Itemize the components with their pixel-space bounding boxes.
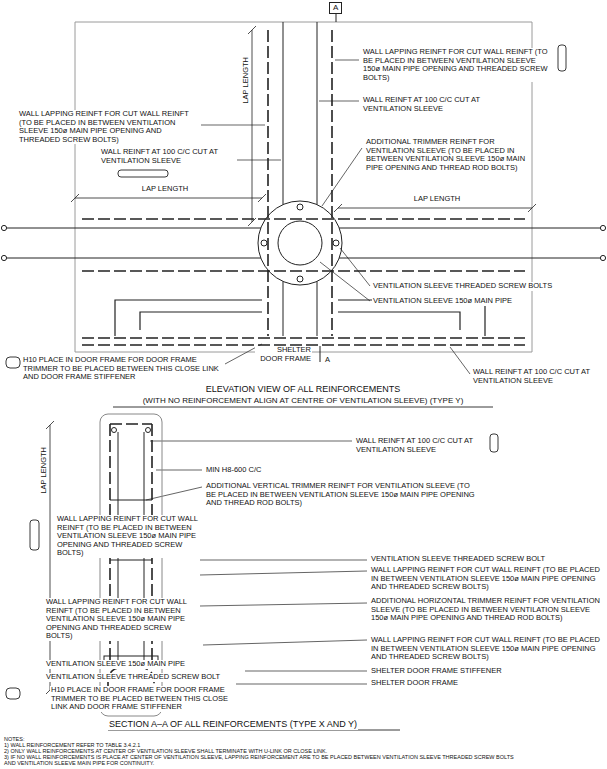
ventilation-sleeve: [333, 240, 339, 246]
dimension-label: LAP LENGTH: [40, 446, 49, 495]
bar-mark-symbol: [558, 45, 566, 71]
callout-label: LAP LENGTH: [413, 195, 462, 204]
dimension-line: [71, 194, 266, 202]
section-marker: [336, 13, 337, 22]
dimension-line: [334, 204, 536, 212]
ventilation-sleeve: [258, 201, 342, 285]
trimmer-bar: [115, 300, 262, 336]
trimmer-bar: [140, 312, 460, 330]
dimension-label: LAP LENGTH: [242, 56, 251, 105]
callout-label: MIN H8-600 C/C: [205, 466, 262, 475]
leader-line: [146, 487, 202, 500]
lapping-bar: [82, 270, 525, 272]
cut-wall-bar: [1, 225, 6, 230]
section-bar: [146, 428, 151, 433]
ventilation-sleeve: [261, 240, 267, 246]
lapping-bar: [82, 218, 525, 220]
bar-mark-symbol: [6, 688, 20, 699]
callout-label: WALL LAPPING REINFT FOR CUT WALL REINFT …: [56, 515, 203, 558]
callout-label: WALL LAPPING REINFT FOR CUT WALL REINFT …: [370, 636, 602, 662]
callout-label: WALL LAPPING REINFT FOR CUT WALL REINFT …: [362, 48, 554, 82]
bar-mark-symbol: [490, 434, 498, 452]
callout-label: LAP LENGTH: [141, 185, 190, 194]
callout-label: ADDITIONAL VERTICAL TRIMMER REINFT FOR V…: [205, 482, 482, 508]
callout-label: H10 PLACE IN DOOR FRAME FOR DOOR FRAME T…: [50, 686, 242, 712]
leader-line: [200, 560, 367, 561]
callout-label: VENTILATION SLEEVE 150ø MAIN PIPE: [372, 297, 513, 306]
view-title: ELEVATION VIEW OF ALL REINFORCEMENTS: [205, 384, 401, 395]
callout-label: WALL LAPPING REINFT FOR CUT WALL REINFT …: [45, 598, 192, 641]
callout-label: ADDITIONAL TRIMMER REINFT FOR VENTILATIO…: [365, 138, 527, 172]
leader-line: [150, 441, 352, 442]
leader-line: [200, 571, 367, 575]
leader-line: [320, 262, 370, 301]
title-underline: [113, 407, 493, 408]
note-text: 1) WALL REINFORCEMENT REFER TO TABLE 3.4…: [3, 743, 141, 749]
view-title: (WITH NO REINFORCEMENT ALIGN AT CENTRE O…: [142, 396, 465, 406]
callout-label: WALL LAPPING REINFT FOR CUT WALL REINFT …: [370, 566, 602, 592]
lapping-bar: [267, 30, 269, 336]
section-outline: [100, 414, 162, 716]
ventilation-sleeve: [297, 276, 303, 282]
leader-line: [203, 640, 367, 645]
cut-wall-bar: [600, 255, 605, 260]
cut-wall-bar: [283, 22, 317, 336]
cut-wall-bar: [7, 258, 600, 259]
callout-label: WALL REINFT AT 100 C/C CUT AT VENTILATIO…: [355, 437, 487, 454]
callout-label: ADDITIONAL HORIZONTAL TRIMMER REINFT FOR…: [370, 597, 602, 623]
title-underline: [108, 730, 400, 731]
cut-wall-bar: [7, 228, 600, 229]
section-outline: [100, 414, 162, 716]
view-title: SECTION A–A OF ALL REINFORCEMENTS (TYPE …: [108, 719, 358, 730]
leader-line: [236, 684, 367, 685]
ventilation-sleeve: [297, 204, 303, 210]
leader-line: [450, 347, 470, 374]
note-text: NOTES:: [3, 737, 25, 743]
lapping-bar: [82, 337, 525, 339]
callout-label: A: [324, 356, 331, 365]
ventilation-sleeve: [278, 221, 322, 265]
leader-line: [322, 148, 362, 206]
callout-label: H10 PLACE IN DOOR FRAME FOR DOOR FRAME T…: [22, 356, 224, 382]
leader-line: [245, 671, 367, 672]
section-marker-box: A: [329, 2, 342, 14]
section-marker: [320, 13, 336, 362]
note-text: 3) IF NO WALL REINFORCEMENTS IS PLACE AT…: [3, 755, 525, 767]
ventilation-sleeve: [258, 201, 342, 285]
callout-label: VENTILATION SLEEVE THREADED SCREW BOLT: [370, 555, 546, 564]
callout-label: SHELTER DOOR FRAME STIFFENER: [370, 667, 503, 676]
lapping-bar: [331, 30, 333, 336]
section-letter: A: [333, 3, 338, 12]
bar-mark-symbol: [30, 520, 39, 550]
callout-label: VENTILATION SLEEVE THREADED SCREW BOLTS: [372, 282, 553, 291]
leader-line: [319, 101, 359, 102]
cut-wall-bar: [600, 225, 605, 230]
cut-wall-bar: [1, 255, 6, 260]
bar-mark-symbol: [6, 357, 20, 368]
callout-label: WALL REINFT AT 100 C/C CUT AT VENTILATIO…: [472, 368, 604, 385]
leader-line: [234, 160, 281, 161]
leader-line: [340, 248, 370, 286]
callout-label: VENTILATION SLEEVE THREADED SCREW BOLT: [45, 673, 221, 682]
section-bar: [112, 428, 117, 433]
callout-label: SHELTER DOOR FRAME: [370, 679, 459, 688]
reinforcement-drawing: [1, 13, 605, 730]
cut-wall-bar: [1, 22, 605, 336]
bar-mark-symbol: [118, 170, 168, 177]
section-marker: [320, 346, 321, 362]
leader-line: [335, 60, 359, 61]
note-text: 2) ONLY WALL REINFORCEMENTS AT CENTER OF…: [3, 749, 525, 755]
callout-label: WALL REINFT AT 100 C/C CUT AT VENTILATIO…: [100, 148, 237, 165]
callout-label: WALL LAPPING REINFT FOR CUT WALL REINFT …: [18, 110, 200, 144]
leader-line: [156, 470, 202, 471]
leader-line: [200, 603, 367, 606]
leader-line: [201, 125, 265, 126]
callout-label: VENTILATION SLEEVE 150ø MAIN PIPE: [45, 660, 186, 669]
callout-label: WALL REINFT AT 100 C/C CUT AT VENTILATIO…: [362, 96, 499, 113]
callout-label: SHELTER DOOR FRAME: [255, 346, 312, 363]
